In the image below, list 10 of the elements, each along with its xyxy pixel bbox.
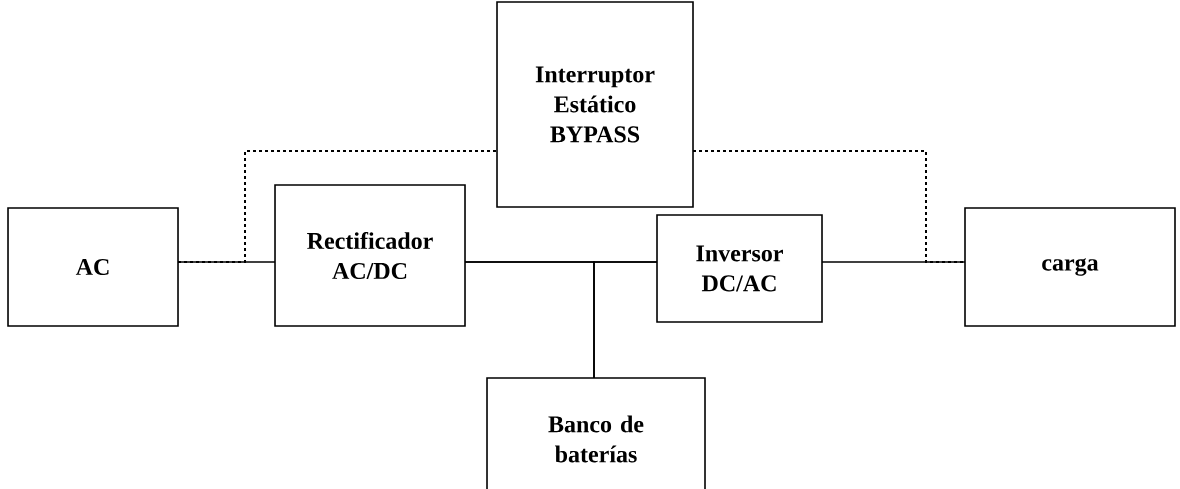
connector-line xyxy=(177,150,498,263)
block-box: AC xyxy=(7,207,179,327)
block-box: carga xyxy=(964,207,1176,327)
block-box: Rectificador AC/DC xyxy=(274,184,466,327)
block-box: Banco de baterías xyxy=(486,377,706,489)
connector-line xyxy=(821,261,966,263)
block-box: Inversor DC/AC xyxy=(656,214,823,323)
connector-line xyxy=(692,150,966,263)
connector-line xyxy=(593,261,658,379)
block-box: Interruptor Estático BYPASS xyxy=(496,1,694,208)
